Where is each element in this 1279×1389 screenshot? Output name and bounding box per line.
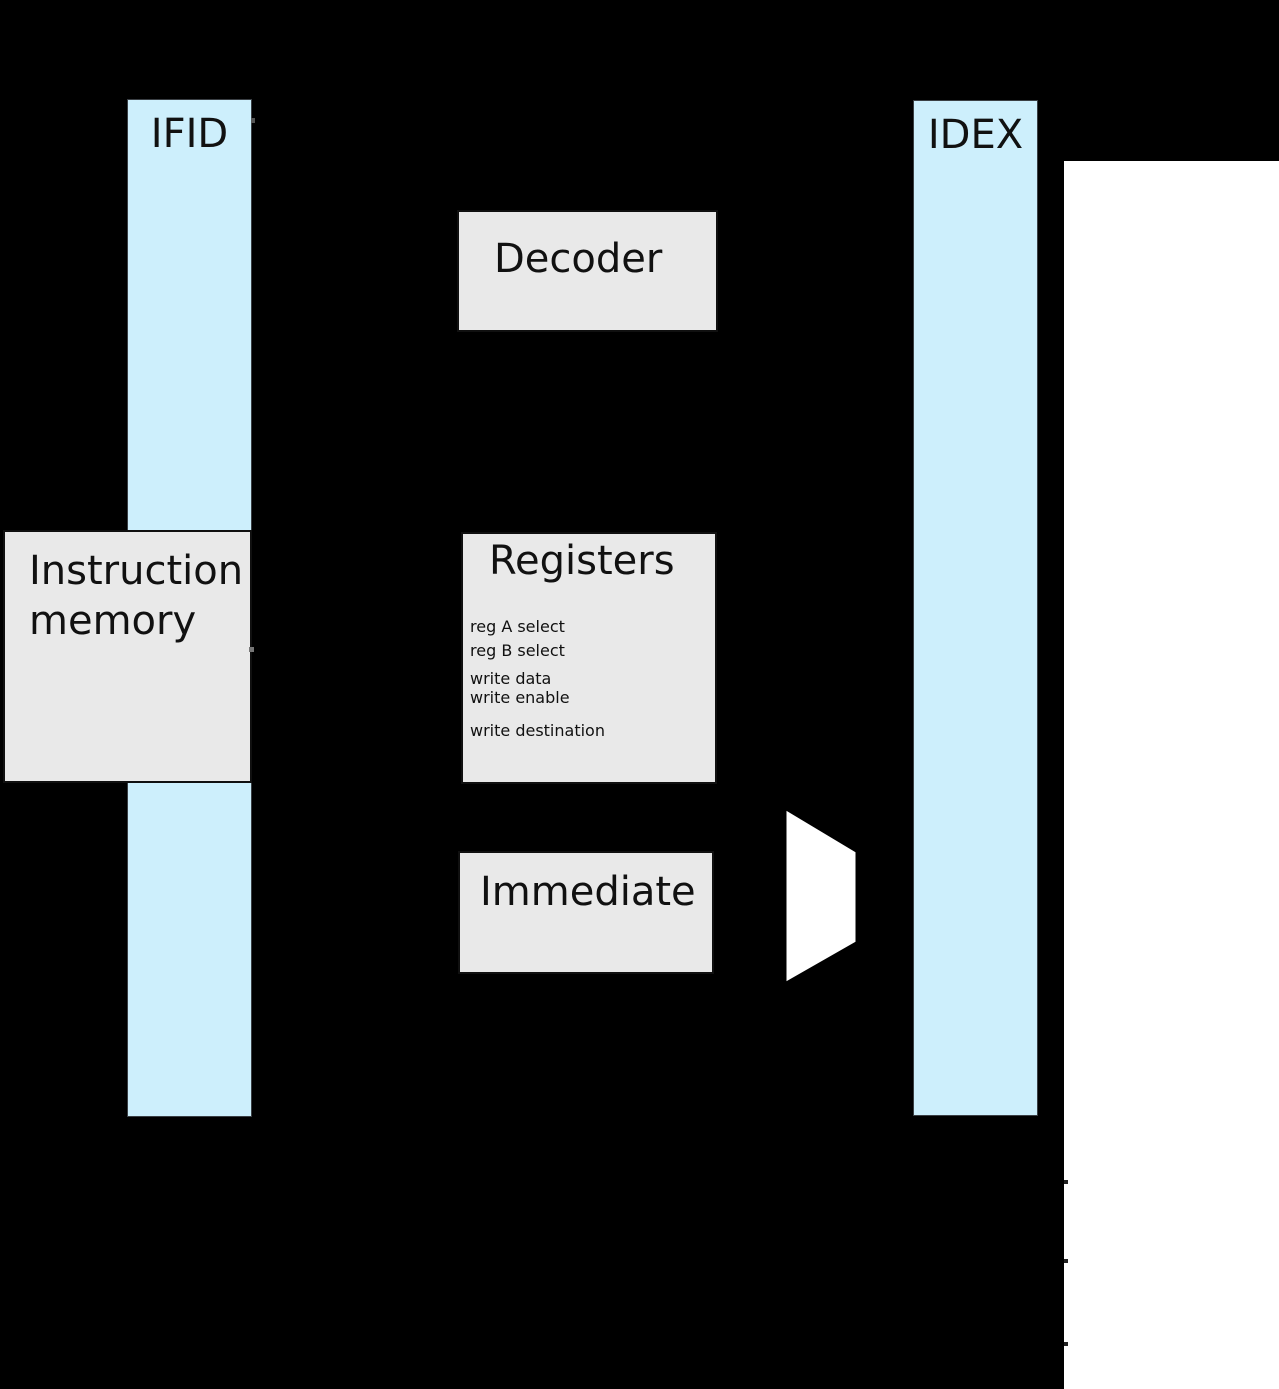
wire-stub-panel-bottom (1064, 1342, 1068, 1346)
instruction-memory-label: Instruction memory (29, 548, 244, 644)
registers-port-reg-b-select: reg B select (470, 641, 565, 660)
idex-label: IDEX (927, 112, 1024, 158)
wire-stub-panel-top (1064, 1180, 1068, 1184)
instruction-memory-block: Instruction memory (3, 530, 252, 783)
registers-block: Registers reg A select reg B select writ… (461, 532, 717, 784)
decoder-label: Decoder (494, 236, 663, 282)
mux-icon (785, 809, 857, 983)
wire-stub-panel-middle (1064, 1259, 1068, 1263)
wire-stub-ifid-right (251, 118, 255, 123)
registers-port-write-enable: write enable (470, 688, 570, 707)
ifid-label: IFID (150, 111, 229, 157)
registers-port-reg-a-select: reg A select (470, 617, 565, 636)
registers-port-write-destination: write destination (470, 721, 605, 740)
registers-title: Registers (489, 538, 675, 584)
immediate-block: Immediate (458, 851, 714, 974)
decoder-block: Decoder (457, 210, 718, 332)
idex-pipeline-register: IDEX (913, 100, 1038, 1116)
wire-stub-instruction-memory-right (249, 647, 254, 652)
right-white-panel (1064, 161, 1279, 1389)
registers-port-write-data: write data (470, 669, 552, 688)
immediate-label: Immediate (480, 869, 696, 915)
